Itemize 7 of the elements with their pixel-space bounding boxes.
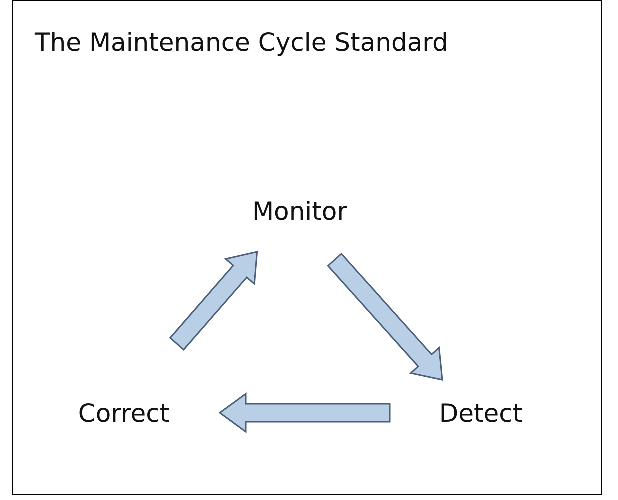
block-arrow: [327, 252, 444, 381]
diagram-title: The Maintenance Cycle Standard: [35, 28, 448, 57]
block-arrow: [218, 392, 391, 434]
node-label: Correct: [78, 398, 170, 428]
block-arrow: [169, 251, 258, 351]
node-label: Monitor: [252, 196, 348, 226]
node-label: Detect: [439, 398, 523, 428]
